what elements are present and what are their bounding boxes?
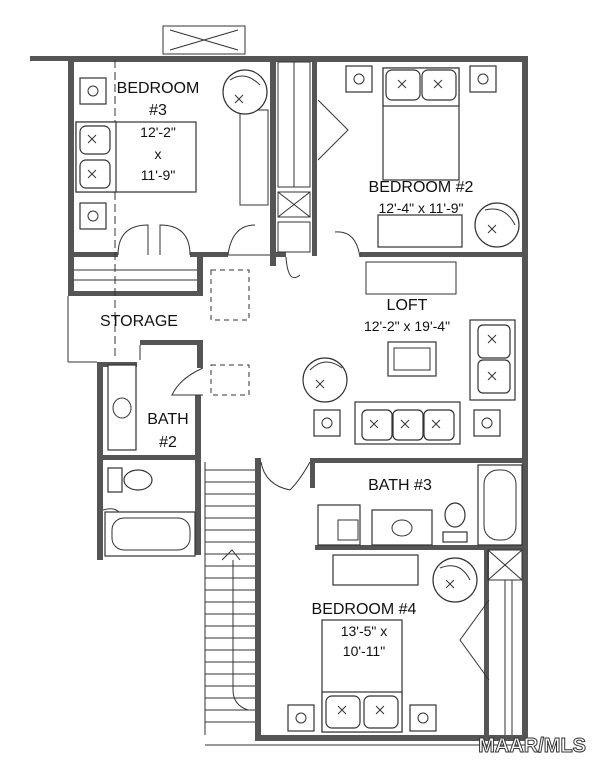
doors (102, 99, 490, 681)
bedroom3-title-line2: #3 (149, 102, 167, 119)
nightstand (79, 202, 107, 230)
armchair-bedroom2 (474, 202, 520, 248)
sofa-loft (354, 401, 461, 445)
bed-bedroom4 (321, 619, 403, 733)
bedroom3-dim-line3: 11'-9" (141, 167, 176, 183)
thin-lines (67, 60, 530, 746)
vanity-bath2 (107, 364, 137, 451)
balcony-box (162, 25, 246, 55)
bedroom2-dims: 12'-4" x 11'-9" (378, 200, 463, 216)
staircase (204, 462, 255, 735)
bath3-title: BATH #3 (368, 477, 432, 494)
coffee-table (387, 341, 437, 377)
tub-bath2 (104, 511, 196, 557)
armchair-bedroom3 (222, 69, 268, 115)
tub-bath3 (477, 464, 523, 546)
loft-dims: 12'-2" x 19'-4" (364, 318, 450, 334)
watermark: MAAR/MLS (478, 735, 586, 757)
toilet-bath3 (444, 502, 466, 528)
bedroom4-dim-line1: 13'-5" x (341, 623, 388, 639)
room-labels: BEDROOM #3 12'-2" x 11'-9" BEDROOM #2 12… (100, 80, 474, 659)
bath2-title-line1: BATH (147, 411, 188, 428)
bedroom4-title: BEDROOM #4 (312, 601, 417, 618)
bedroom4-dim-line2: 10'-11" (343, 643, 385, 659)
bed-bedroom2 (382, 67, 460, 181)
bath2-title-line2: #2 (159, 434, 177, 451)
bedroom2-title: BEDROOM #2 (369, 179, 474, 196)
storage-title: STORAGE (100, 313, 178, 330)
bed-bedroom3 (75, 121, 197, 193)
armchair-bedroom4 (432, 557, 478, 603)
bedroom3-title-line1: BEDROOM (117, 80, 200, 97)
furniture (75, 65, 523, 733)
nightstand (79, 77, 107, 105)
toilet-bath2 (123, 469, 153, 491)
bedroom3-dim-line1: 12'-2" (140, 124, 176, 140)
walls (30, 56, 528, 741)
bedroom3-dim-line2: x (155, 146, 162, 162)
loft-title: LOFT (387, 297, 428, 314)
armchair-loft (302, 357, 348, 403)
vanity-bath3 (371, 509, 433, 546)
loveseat-loft (469, 319, 516, 401)
